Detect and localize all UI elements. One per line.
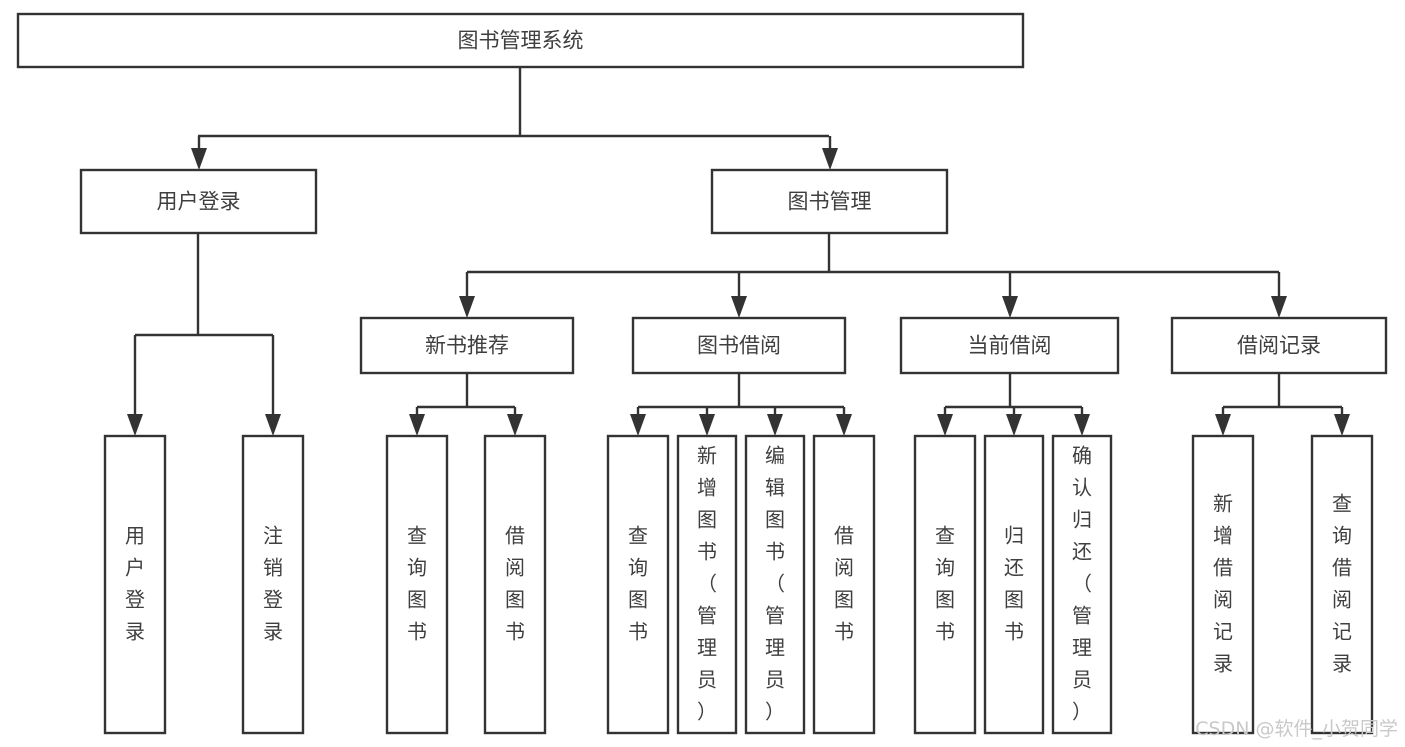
node-label-root: 图书管理系统 (458, 29, 584, 53)
arrow-head-icon (409, 414, 425, 436)
node-label-leaf-return-book: 归还图书 (1004, 523, 1024, 643)
connector-root-to-level1 (191, 67, 838, 170)
node-label-leaf-borrow-book: 借阅图书 (834, 523, 854, 643)
node-box-leaf-logout[interactable] (241, 434, 305, 735)
arrow-head-icon (1074, 414, 1090, 436)
arrow-head-icon (1002, 296, 1018, 318)
node-box-borrow-record[interactable] (1170, 316, 1388, 375)
arrow-head-icon (836, 414, 852, 436)
node-label-leaf-query-borrow-record: 查询借阅记录 (1332, 491, 1352, 675)
node-box-leaf-query-borrow-record[interactable] (1310, 434, 1374, 735)
node-leaf-edit-book-admin[interactable]: 编辑图书（管理员） (744, 434, 806, 735)
node-box-leaf-borrow-book[interactable] (812, 434, 876, 735)
arrow-head-icon (1271, 296, 1287, 318)
node-label-leaf-edit-book-admin: 编辑图书（管理员） (765, 443, 785, 723)
node-leaf-query-borrow-record[interactable]: 查询借阅记录 (1310, 434, 1374, 735)
arrow-head-icon (767, 414, 783, 436)
node-user-login[interactable]: 用户登录 (79, 168, 318, 235)
node-leaf-return-book[interactable]: 归还图书 (983, 434, 1045, 735)
nodes-layer: 图书管理系统用户登录图书管理新书推荐图书借阅当前借阅借阅记录用户登录注销登录查询… (16, 12, 1388, 735)
node-book-borrow[interactable]: 图书借阅 (631, 316, 847, 375)
node-box-book-borrow[interactable] (631, 316, 847, 375)
node-label-user-login: 用户登录 (157, 190, 241, 214)
node-book-management[interactable]: 图书管理 (710, 168, 949, 235)
node-current-borrow[interactable]: 当前借阅 (899, 316, 1120, 375)
node-box-leaf-borrow-book-new[interactable] (483, 434, 547, 735)
node-label-leaf-logout: 注销登录 (263, 523, 283, 643)
arrow-head-icon (1006, 414, 1022, 436)
connector-newbook-to-leaves (409, 373, 523, 436)
node-leaf-logout[interactable]: 注销登录 (241, 434, 305, 735)
arrow-head-icon (1334, 414, 1350, 436)
connectors-layer (127, 67, 1350, 436)
node-label-book-borrow: 图书借阅 (697, 334, 781, 358)
node-box-leaf-query-book-new[interactable] (385, 434, 449, 735)
node-box-book-management[interactable] (710, 168, 949, 235)
node-label-borrow-record: 借阅记录 (1237, 334, 1321, 358)
connector-bookborrow-to-leaves (630, 373, 852, 436)
arrow-head-icon (630, 414, 646, 436)
node-label-leaf-confirm-return-admin: 确认归还（管理员） (1072, 443, 1092, 723)
node-box-leaf-confirm-return-admin[interactable] (1051, 434, 1113, 735)
node-leaf-add-book-admin[interactable]: 新增图书（管理员） (676, 434, 738, 735)
node-label-book-management: 图书管理 (788, 190, 872, 214)
arrow-head-icon (507, 414, 523, 436)
node-borrow-record[interactable]: 借阅记录 (1170, 316, 1388, 375)
node-box-leaf-user-login[interactable] (103, 434, 167, 735)
node-new-book-recommend[interactable]: 新书推荐 (359, 316, 575, 375)
arrow-head-icon (937, 414, 953, 436)
arrow-head-icon (731, 296, 747, 318)
node-leaf-borrow-book-new[interactable]: 借阅图书 (483, 434, 547, 735)
node-label-current-borrow: 当前借阅 (968, 334, 1052, 358)
arrow-head-icon (127, 414, 143, 436)
node-label-leaf-query-book-new: 查询图书 (407, 523, 427, 643)
node-leaf-query-book[interactable]: 查询图书 (606, 434, 670, 735)
node-label-leaf-user-login: 用户登录 (125, 523, 145, 643)
arrow-head-icon (191, 148, 207, 170)
node-box-root[interactable] (16, 12, 1025, 69)
csdn-watermark: CSDN @软件_小贺同学 (1195, 718, 1398, 740)
node-box-leaf-query-book-current[interactable] (913, 434, 977, 735)
node-label-leaf-add-borrow-record: 新增借阅记录 (1213, 491, 1233, 675)
node-box-leaf-add-book-admin[interactable] (676, 434, 738, 735)
node-box-current-borrow[interactable] (899, 316, 1120, 375)
node-leaf-query-book-current[interactable]: 查询图书 (913, 434, 977, 735)
node-box-leaf-add-borrow-record[interactable] (1191, 434, 1255, 735)
node-box-new-book-recommend[interactable] (359, 316, 575, 375)
connector-bookmgmt-to-level2 (459, 233, 1287, 318)
arrow-head-icon (265, 414, 281, 436)
node-leaf-add-borrow-record[interactable]: 新增借阅记录 (1191, 434, 1255, 735)
node-label-leaf-query-book-current: 查询图书 (935, 523, 955, 643)
arrow-head-icon (822, 148, 838, 170)
arrow-head-icon (699, 414, 715, 436)
arrow-head-icon (459, 296, 475, 318)
node-label-leaf-borrow-book-new: 借阅图书 (505, 523, 525, 643)
node-root[interactable]: 图书管理系统 (16, 12, 1025, 69)
node-box-leaf-edit-book-admin[interactable] (744, 434, 806, 735)
node-leaf-query-book-new[interactable]: 查询图书 (385, 434, 449, 735)
node-label-leaf-query-book: 查询图书 (628, 523, 648, 643)
node-label-leaf-add-book-admin: 新增图书（管理员） (697, 443, 717, 723)
node-leaf-confirm-return-admin[interactable]: 确认归还（管理员） (1051, 434, 1113, 735)
connector-currentborrow-to-leaves (937, 373, 1090, 436)
connector-borrowrecord-to-leaves (1215, 373, 1350, 436)
node-leaf-borrow-book[interactable]: 借阅图书 (812, 434, 876, 735)
node-label-new-book-recommend: 新书推荐 (425, 334, 509, 358)
node-box-leaf-query-book[interactable] (606, 434, 670, 735)
arrow-head-icon (1215, 414, 1231, 436)
node-box-leaf-return-book[interactable] (983, 434, 1045, 735)
node-leaf-user-login[interactable]: 用户登录 (103, 434, 167, 735)
connector-userlogin-to-leaves (127, 233, 281, 436)
node-box-user-login[interactable] (79, 168, 318, 235)
